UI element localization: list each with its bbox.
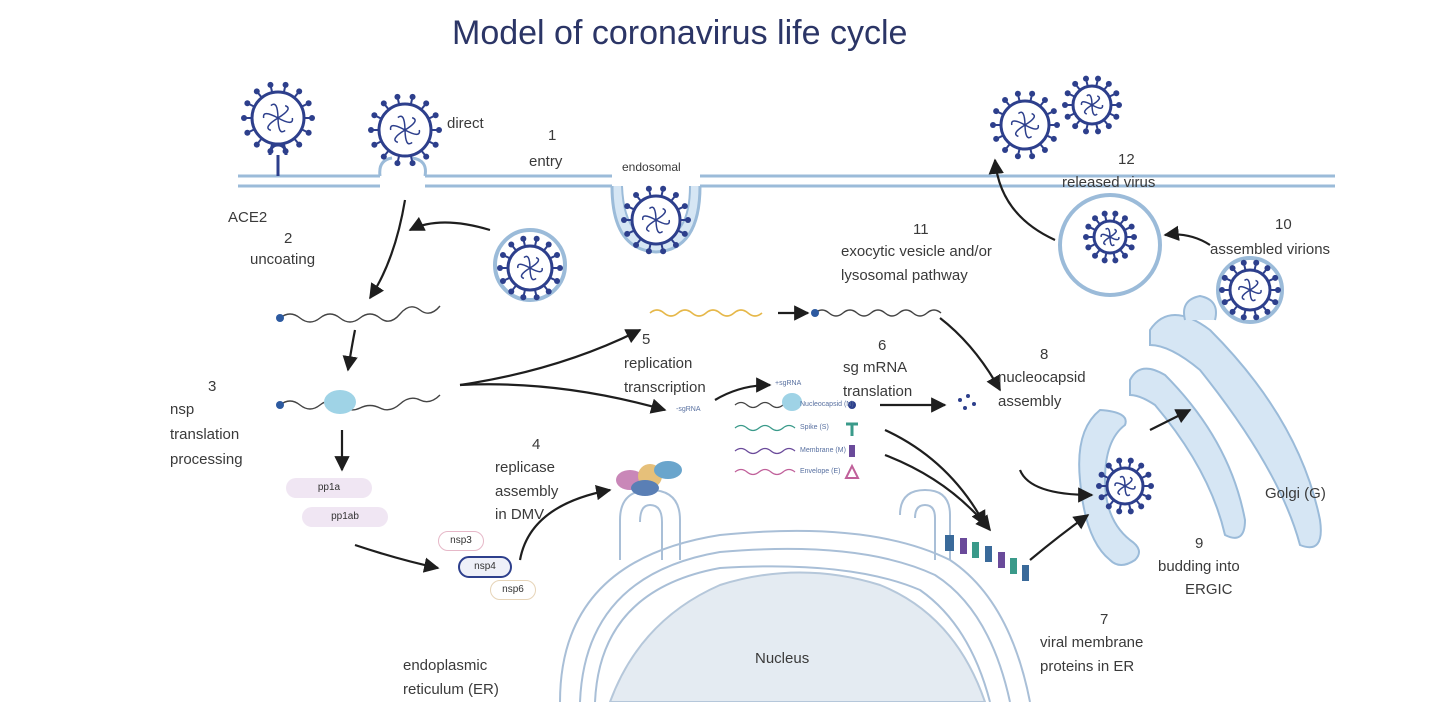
arrow-sgrna-up bbox=[714, 377, 772, 401]
label-direct: direct bbox=[447, 115, 484, 132]
sgrna-s bbox=[734, 424, 796, 432]
label-nsp: nsp bbox=[170, 401, 195, 418]
label-spike-protein: Spike (S) bbox=[800, 424, 829, 431]
virus-bound bbox=[241, 81, 315, 155]
label-entry: entry bbox=[529, 153, 563, 170]
label-ergic: ERGIC bbox=[1185, 581, 1233, 598]
label-replicase: replicase bbox=[495, 459, 556, 476]
label-sgrna-left: -sgRNA bbox=[676, 406, 701, 413]
label-viralmem-number: 7 bbox=[1100, 611, 1109, 628]
label-assembled-virions: assembled virions bbox=[1210, 241, 1331, 258]
virus-particles bbox=[241, 75, 1281, 515]
virus-endosome bbox=[497, 235, 563, 301]
nsp6-pill: nsp6 bbox=[490, 580, 536, 600]
label-replicase-number: 4 bbox=[532, 436, 541, 453]
label-sgmrna-number: 6 bbox=[878, 337, 887, 354]
label-released-virus: released virus bbox=[1062, 174, 1156, 191]
arrow-endosome bbox=[408, 216, 491, 232]
virus-golgi bbox=[1219, 259, 1281, 321]
label-budding: budding into bbox=[1158, 558, 1240, 575]
label-nsp-translation: translation bbox=[170, 426, 240, 443]
virus-released-1 bbox=[990, 90, 1060, 160]
page-title: Model of coronavirus life cycle bbox=[452, 14, 908, 52]
arrow-golgi-to-vesicle bbox=[1163, 225, 1211, 246]
ergic-compartment bbox=[1078, 408, 1140, 566]
virus-released-2 bbox=[1062, 75, 1122, 135]
label-exocytic: exocytic vesicle and/or bbox=[841, 243, 992, 260]
virus-endosomal bbox=[621, 185, 691, 255]
minus-strand-rna bbox=[649, 309, 763, 317]
sgrna-m bbox=[734, 447, 796, 455]
label-uncoating-number: 2 bbox=[284, 230, 293, 247]
label-er: endoplasmic bbox=[403, 657, 488, 674]
label-transcription: transcription bbox=[624, 379, 706, 396]
arrow-to-dmv bbox=[518, 484, 612, 561]
label-nucleocapsid-protein: Nucleocapsid (N) bbox=[800, 401, 854, 408]
label-sgmrna-translation: translation bbox=[843, 383, 913, 400]
label-nucleo-assembly: assembly bbox=[998, 393, 1062, 410]
nucleocapsid-fragments bbox=[958, 394, 976, 410]
label-nucleocapsid: nucleocapsid bbox=[998, 369, 1086, 386]
arrow-er-to-ergic bbox=[1029, 514, 1090, 561]
label-nsp-processing: processing bbox=[170, 451, 243, 468]
label-sgrna-top: +sgRNA bbox=[775, 380, 802, 387]
pp1a-pill: pp1a bbox=[286, 478, 372, 498]
virus-ergic bbox=[1096, 457, 1154, 515]
arrow-er-proteins-2 bbox=[884, 453, 991, 532]
label-viral-proteins-er: proteins in ER bbox=[1040, 658, 1135, 675]
genomic-rna-2 bbox=[279, 394, 441, 411]
label-replication: replication bbox=[624, 355, 693, 372]
label-entry-number: 1 bbox=[548, 127, 557, 144]
label-replicase-assembly: assembly bbox=[495, 483, 559, 500]
label-replicase-dmv: in DMV bbox=[495, 506, 545, 523]
arrow-to-ergic bbox=[1018, 469, 1094, 503]
nsp3-pill: nsp3 bbox=[438, 531, 484, 551]
genomic-rna-1 bbox=[279, 305, 441, 323]
label-ace2: ACE2 bbox=[228, 209, 268, 226]
arrow-replication-down bbox=[459, 383, 667, 414]
pp1ab-pill: pp1ab bbox=[302, 507, 388, 527]
label-nucleo-number: 8 bbox=[1040, 346, 1049, 363]
sgrna-e bbox=[734, 468, 796, 476]
endoplasmic-reticulum bbox=[559, 488, 1031, 702]
arrow-release bbox=[988, 158, 1056, 242]
er-membrane-proteins bbox=[945, 535, 1029, 581]
label-membrane-protein: Membrane (M) bbox=[800, 447, 846, 454]
ace2-receptor bbox=[268, 143, 288, 176]
label-uncoating: uncoating bbox=[250, 251, 316, 268]
label-golgi: Golgi (G) bbox=[1265, 485, 1326, 502]
label-replication-number: 5 bbox=[642, 331, 651, 348]
label-lysosomal: lysosomal pathway bbox=[841, 267, 968, 284]
label-exo-number: 11 bbox=[913, 221, 929, 238]
label-budding-number: 9 bbox=[1195, 535, 1204, 552]
label-assembled-number: 10 bbox=[1275, 216, 1292, 233]
label-er-reticulum: reticulum (ER) bbox=[403, 681, 499, 698]
arrow-to-nucleocapsid bbox=[939, 317, 1001, 392]
nsp4-pill: nsp4 bbox=[458, 556, 512, 578]
label-nucleus: Nucleus bbox=[755, 650, 810, 667]
nucleus-shape bbox=[608, 571, 987, 702]
arrow-replication-up bbox=[459, 329, 642, 387]
arrow-to-nsp bbox=[354, 543, 440, 573]
virus-direct bbox=[368, 93, 442, 167]
plasma-membrane bbox=[238, 174, 1335, 188]
arrow-uncoating bbox=[369, 199, 407, 300]
arrow-er-proteins bbox=[884, 429, 986, 527]
label-released-number: 12 bbox=[1118, 151, 1135, 168]
label-viral-membrane: viral membrane bbox=[1040, 634, 1144, 651]
label-sgmrna: sg mRNA bbox=[843, 359, 908, 376]
label-envelope-protein: Envelope (E) bbox=[800, 468, 841, 475]
direct-fusion-membrane bbox=[378, 156, 427, 177]
label-endosomal: endosomal bbox=[622, 160, 681, 174]
replication-complex bbox=[616, 461, 682, 496]
arrow-rna-down bbox=[342, 329, 358, 372]
arrow-ergic-to-golgi bbox=[1149, 409, 1192, 431]
virus-vesicle bbox=[1083, 210, 1137, 264]
plus-strand-rna bbox=[814, 309, 942, 317]
label-nsp-number: 3 bbox=[208, 378, 217, 395]
